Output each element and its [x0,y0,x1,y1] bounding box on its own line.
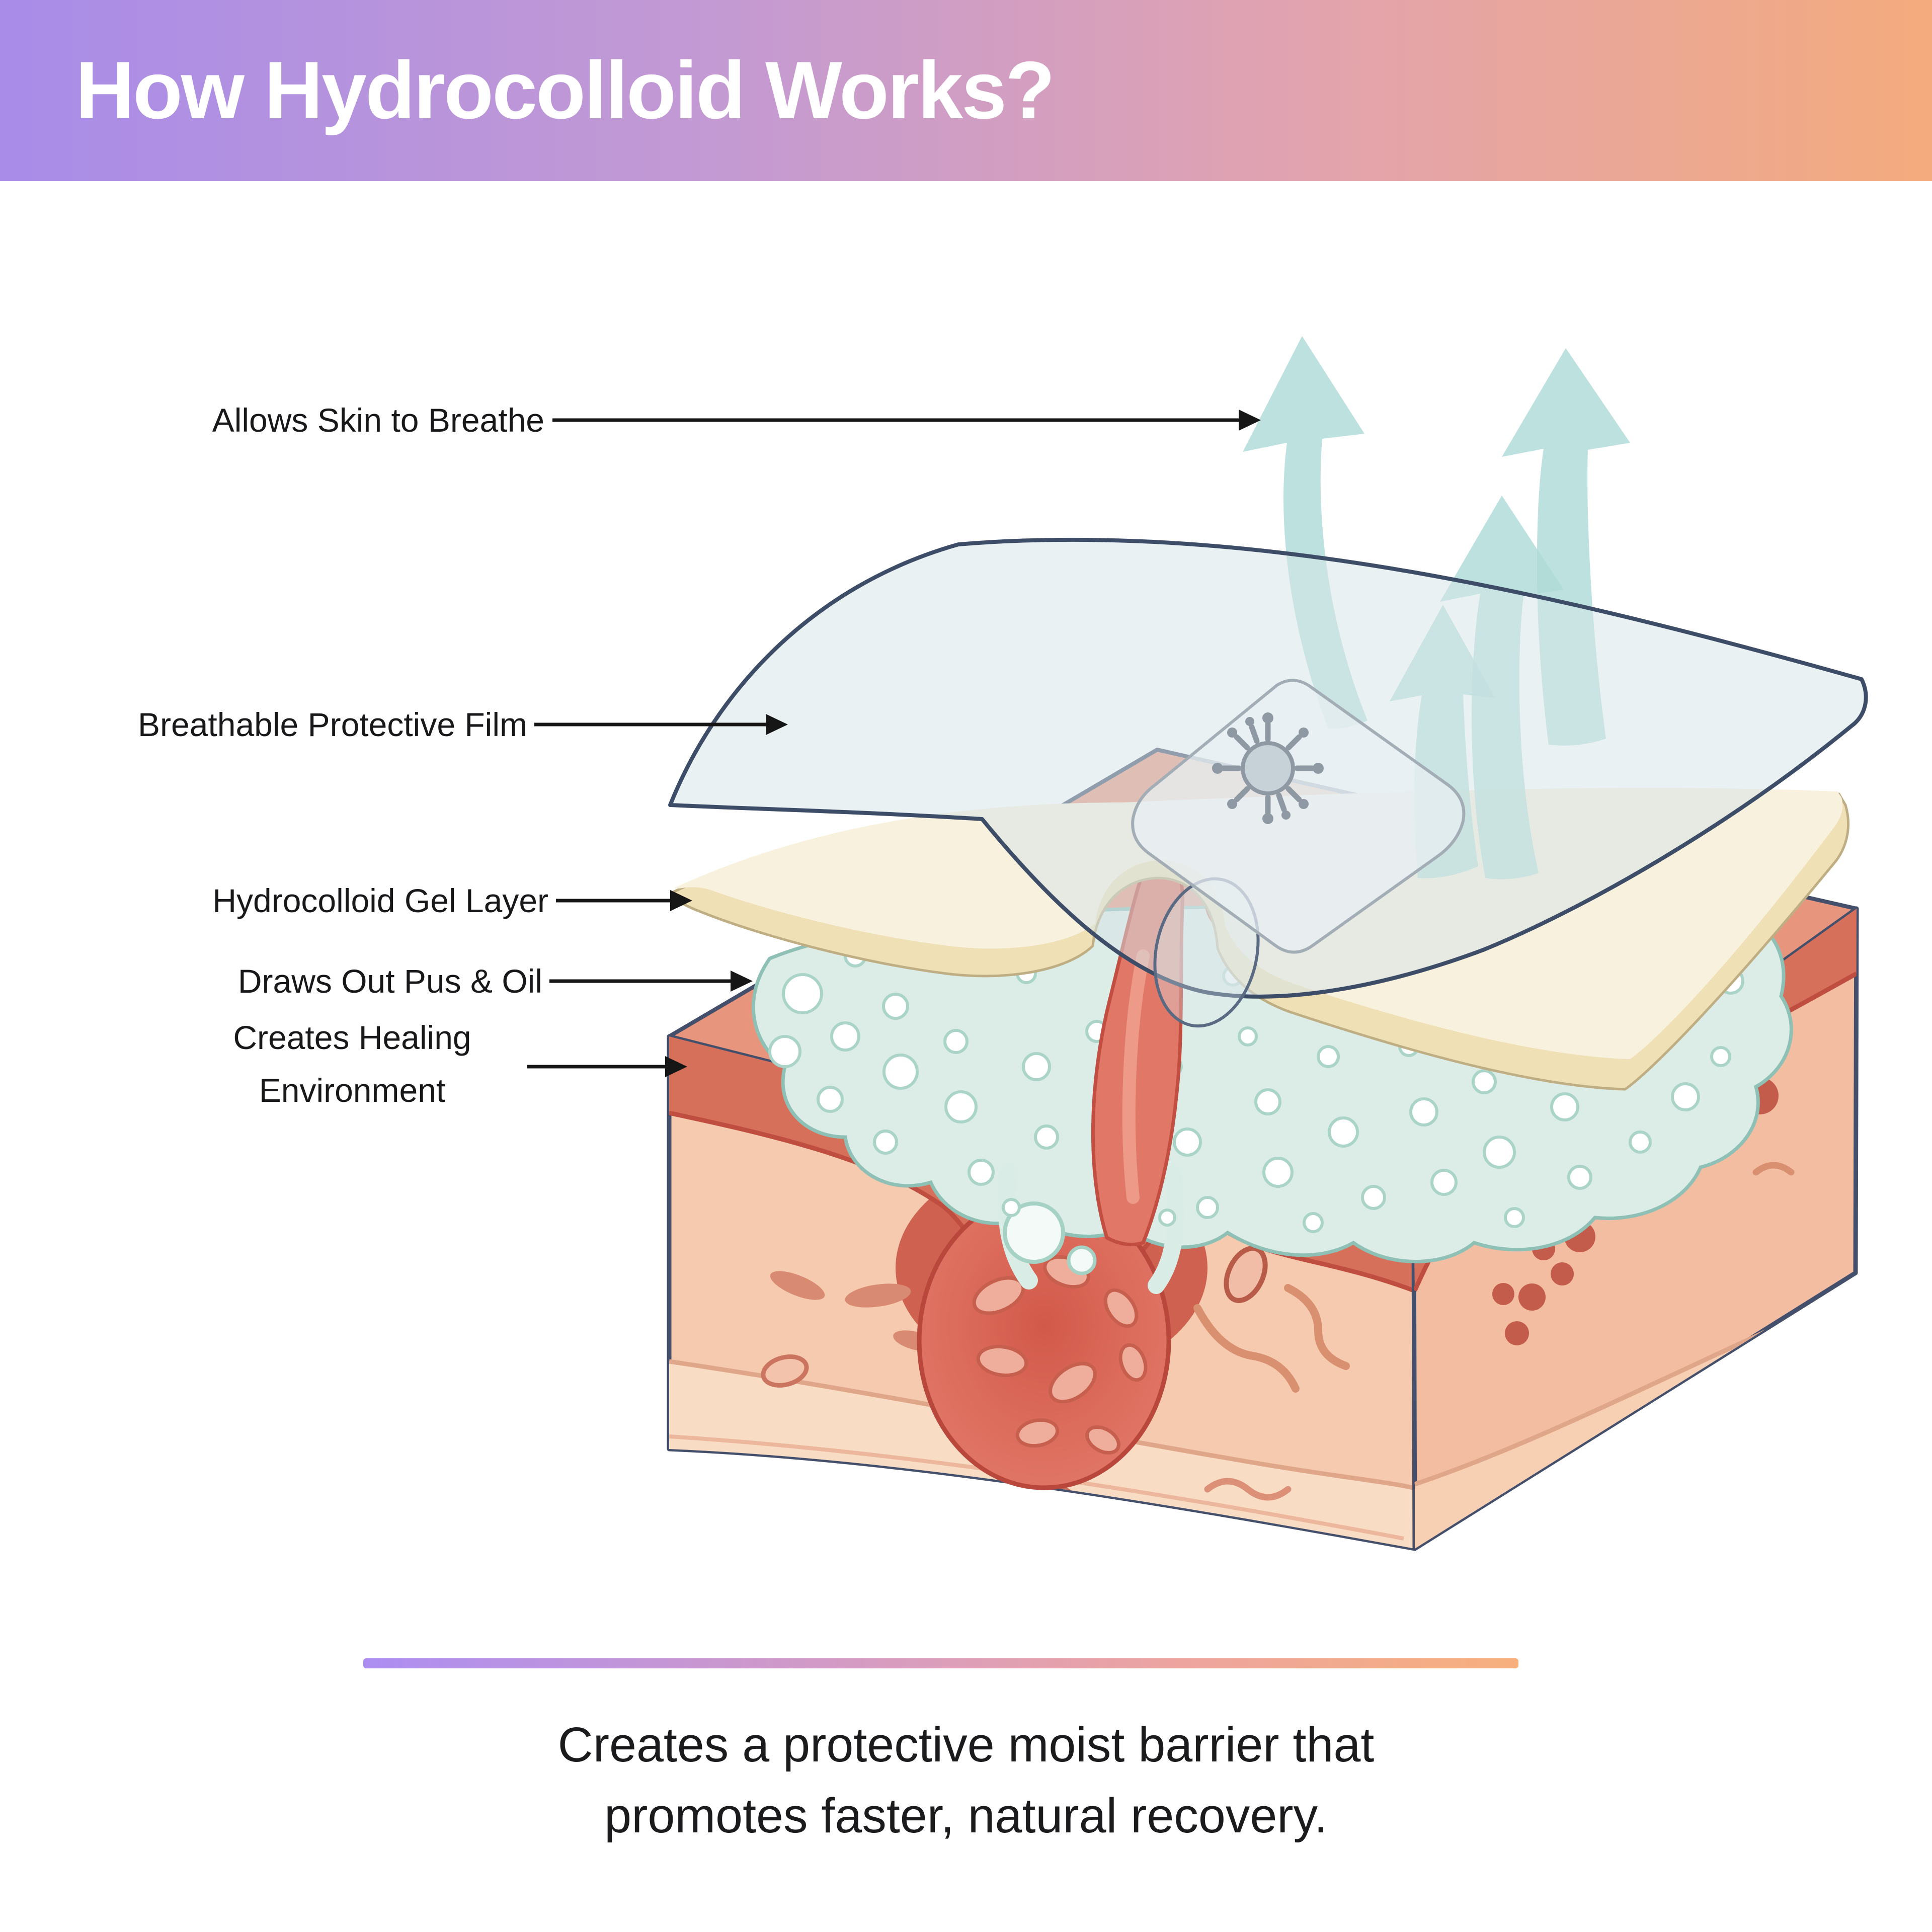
callout-healing-label-line1: Creates Healing [233,1019,471,1056]
callout-healing: Creates Healing Environment [233,1019,687,1109]
callout-pus-label: Draws Out Pus & Oil [238,962,542,1000]
protective-film [668,537,1868,1028]
callout-gel-label: Hydrocolloid Gel Layer [212,882,548,919]
caption-line2: promotes faster, natural recovery. [604,1788,1328,1843]
right-arrowhead-icon [766,714,788,735]
gradient-divider [363,1658,1518,1668]
callout-film: Breathable Protective Film [138,706,788,743]
callouts: Allows Skin to Breathe Breathable Protec… [138,401,1261,1109]
callout-breathe-label: Allows Skin to Breathe [212,401,544,439]
callout-film-label: Breathable Protective Film [138,706,527,743]
callout-healing-label-line2: Environment [259,1072,446,1109]
caption: Creates a protective moist barrier that … [0,1710,1932,1851]
right-arrowhead-icon [665,1056,687,1077]
film-panel [1131,679,1466,954]
callout-pus: Draws Out Pus & Oil [238,962,753,1000]
caption-line1: Creates a protective moist barrier that [557,1717,1375,1772]
right-arrowhead-icon [670,890,692,911]
right-arrowhead-icon [1239,410,1261,431]
virus-icon [1212,712,1324,824]
callout-breathe: Allows Skin to Breathe [212,401,1261,439]
curved-up-arrow-icon [1502,348,1630,746]
page-title: How Hydrocolloid Works? [75,45,1055,136]
right-arrowhead-icon [731,971,753,992]
header-banner: How Hydrocolloid Works? [0,0,1932,181]
callout-gel: Hydrocolloid Gel Layer [212,882,692,919]
